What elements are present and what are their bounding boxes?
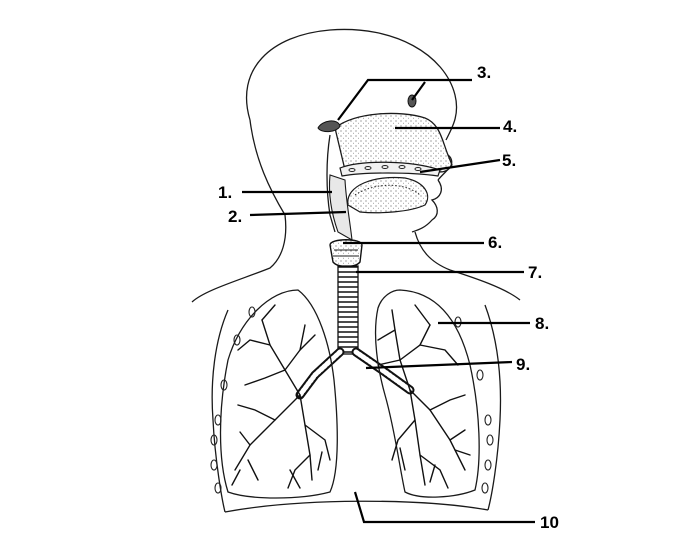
label-10: 10: [540, 513, 559, 532]
label-3: 3.: [477, 63, 491, 82]
tongue: [347, 176, 429, 214]
leader-lines: [242, 78, 535, 524]
label-5: 5.: [502, 151, 516, 170]
palate: [339, 161, 441, 177]
label-4: 4.: [503, 117, 517, 136]
ribs: [210, 306, 494, 494]
label-7: 7.: [528, 263, 542, 282]
trachea: [337, 265, 359, 355]
body-outline: [191, 28, 521, 513]
left-lung: [374, 289, 480, 498]
larynx: [329, 239, 363, 268]
right-lung: [219, 289, 338, 499]
label-6: 6.: [488, 233, 502, 252]
label-8: 8.: [535, 314, 549, 333]
label-9: 9.: [516, 355, 530, 374]
label-1: 1.: [218, 183, 232, 202]
label-2: 2.: [228, 207, 242, 226]
pharynx: [328, 174, 353, 242]
labels: 1. 2. 3. 4. 5. 6. 7. 8. 9. 10: [218, 63, 559, 532]
primary-bronchi: [295, 347, 415, 400]
